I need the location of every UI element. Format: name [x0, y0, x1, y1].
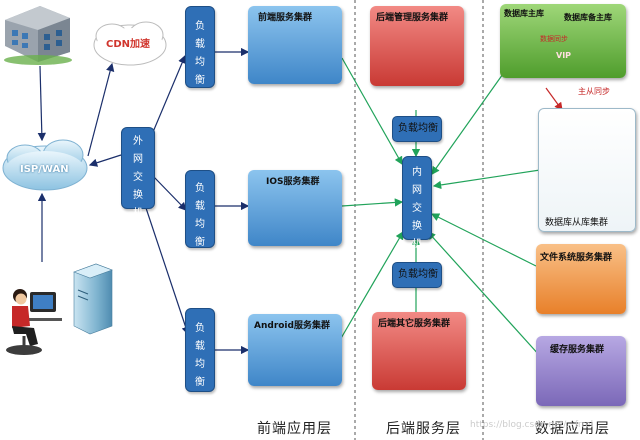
load-balancer-android: 负载均衡 — [185, 308, 215, 392]
db-master-panel: 数据库主库 数据库备主库 数据同步 VIP — [500, 4, 626, 78]
internal-switch-label: 内网交换机 — [412, 167, 422, 250]
isp-cloud — [2, 139, 88, 191]
load-balancer-label: 负载均衡 — [195, 183, 205, 248]
db-backup-title: 数据库备主库 — [564, 13, 612, 22]
arrow-slave-internal — [432, 169, 541, 190]
arrow-cache-internal — [427, 231, 541, 357]
cdn-cloud — [93, 21, 167, 66]
external-switch-label: 外网交换机 — [133, 136, 143, 219]
other-back-cluster: 后端其它服务集群 — [372, 312, 466, 390]
back-layer-label: 后端服务层 — [386, 421, 461, 437]
other-back-cluster-title: 后端其它服务集群 — [378, 319, 451, 329]
load-balancer-label: 负载均衡 — [195, 21, 205, 86]
load-balancer-label: 负载均衡 — [398, 123, 438, 134]
arrow-android-internal — [339, 230, 404, 341]
load-balancer-frontend: 负载均衡 — [185, 6, 215, 88]
arrow-fs-internal — [430, 213, 537, 267]
arrow-master-slave — [545, 87, 563, 111]
load-balancer-ios: 负载均衡 — [185, 170, 215, 248]
arrow-frontend-internal — [341, 57, 403, 166]
android-cluster: Android服务集群 — [248, 314, 342, 386]
master-slave-label: 主从同步 — [578, 87, 610, 96]
fs-cluster: 文件系统服务集群 — [536, 244, 626, 314]
external-switch: 外网交换机 — [121, 127, 155, 219]
front-layer-label: 前端应用层 — [257, 421, 332, 437]
arrow-switch-isp — [88, 154, 122, 167]
vip-label: VIP — [556, 51, 572, 60]
client-server-icon — [73, 263, 113, 335]
admin-cluster-title: 后端管理服务集群 — [376, 13, 449, 23]
arrow-isp-cdn — [87, 62, 115, 157]
ios-cluster: IOS服务集群 — [248, 170, 342, 246]
arrow-ios-internal — [341, 198, 404, 207]
arrow-switch-lb1 — [152, 54, 187, 133]
load-balancer-label: 负载均衡 — [195, 323, 205, 388]
admin-cluster: 后端管理服务集群 — [370, 6, 464, 86]
data-layer-label: 数据应用层 — [535, 421, 610, 437]
load-balancer-back-bottom: 负载均衡 — [392, 262, 442, 288]
watermark: https://blog.csdn.net/...frrel — [470, 420, 594, 430]
user-icon — [6, 289, 62, 355]
fs-cluster-title: 文件系统服务集群 — [540, 253, 613, 263]
db-master-title: 数据库主库 — [504, 9, 544, 18]
arrow-db-internal — [431, 63, 511, 175]
ios-cluster-title: IOS服务集群 — [266, 177, 320, 187]
cache-cluster-title: 缓存服务集群 — [550, 345, 605, 355]
load-balancer-label: 负载均衡 — [398, 269, 438, 280]
android-cluster-title: Android服务集群 — [254, 321, 330, 331]
building-icon — [4, 6, 72, 65]
arrow-building-isp — [37, 65, 47, 142]
slave-cluster-title: 数据库从库集群 — [545, 218, 609, 228]
frontend-cluster: 前端服务集群 — [248, 6, 342, 84]
cache-cluster: 缓存服务集群 — [536, 336, 626, 406]
slave-cluster: 数据库从库集群 — [538, 108, 636, 232]
cdn-label: CDN加速 — [106, 39, 151, 50]
frontend-cluster-title: 前端服务集群 — [258, 13, 313, 23]
arrow-switch-lb2 — [152, 175, 187, 211]
arrow-switch-lb3 — [144, 204, 190, 336]
db-sync-label: 数据同步 — [540, 35, 568, 43]
load-balancer-back-top: 负载均衡 — [392, 116, 442, 142]
isp-label: ISP/WAN — [20, 164, 69, 175]
internal-switch: 内网交换机 — [402, 156, 432, 250]
